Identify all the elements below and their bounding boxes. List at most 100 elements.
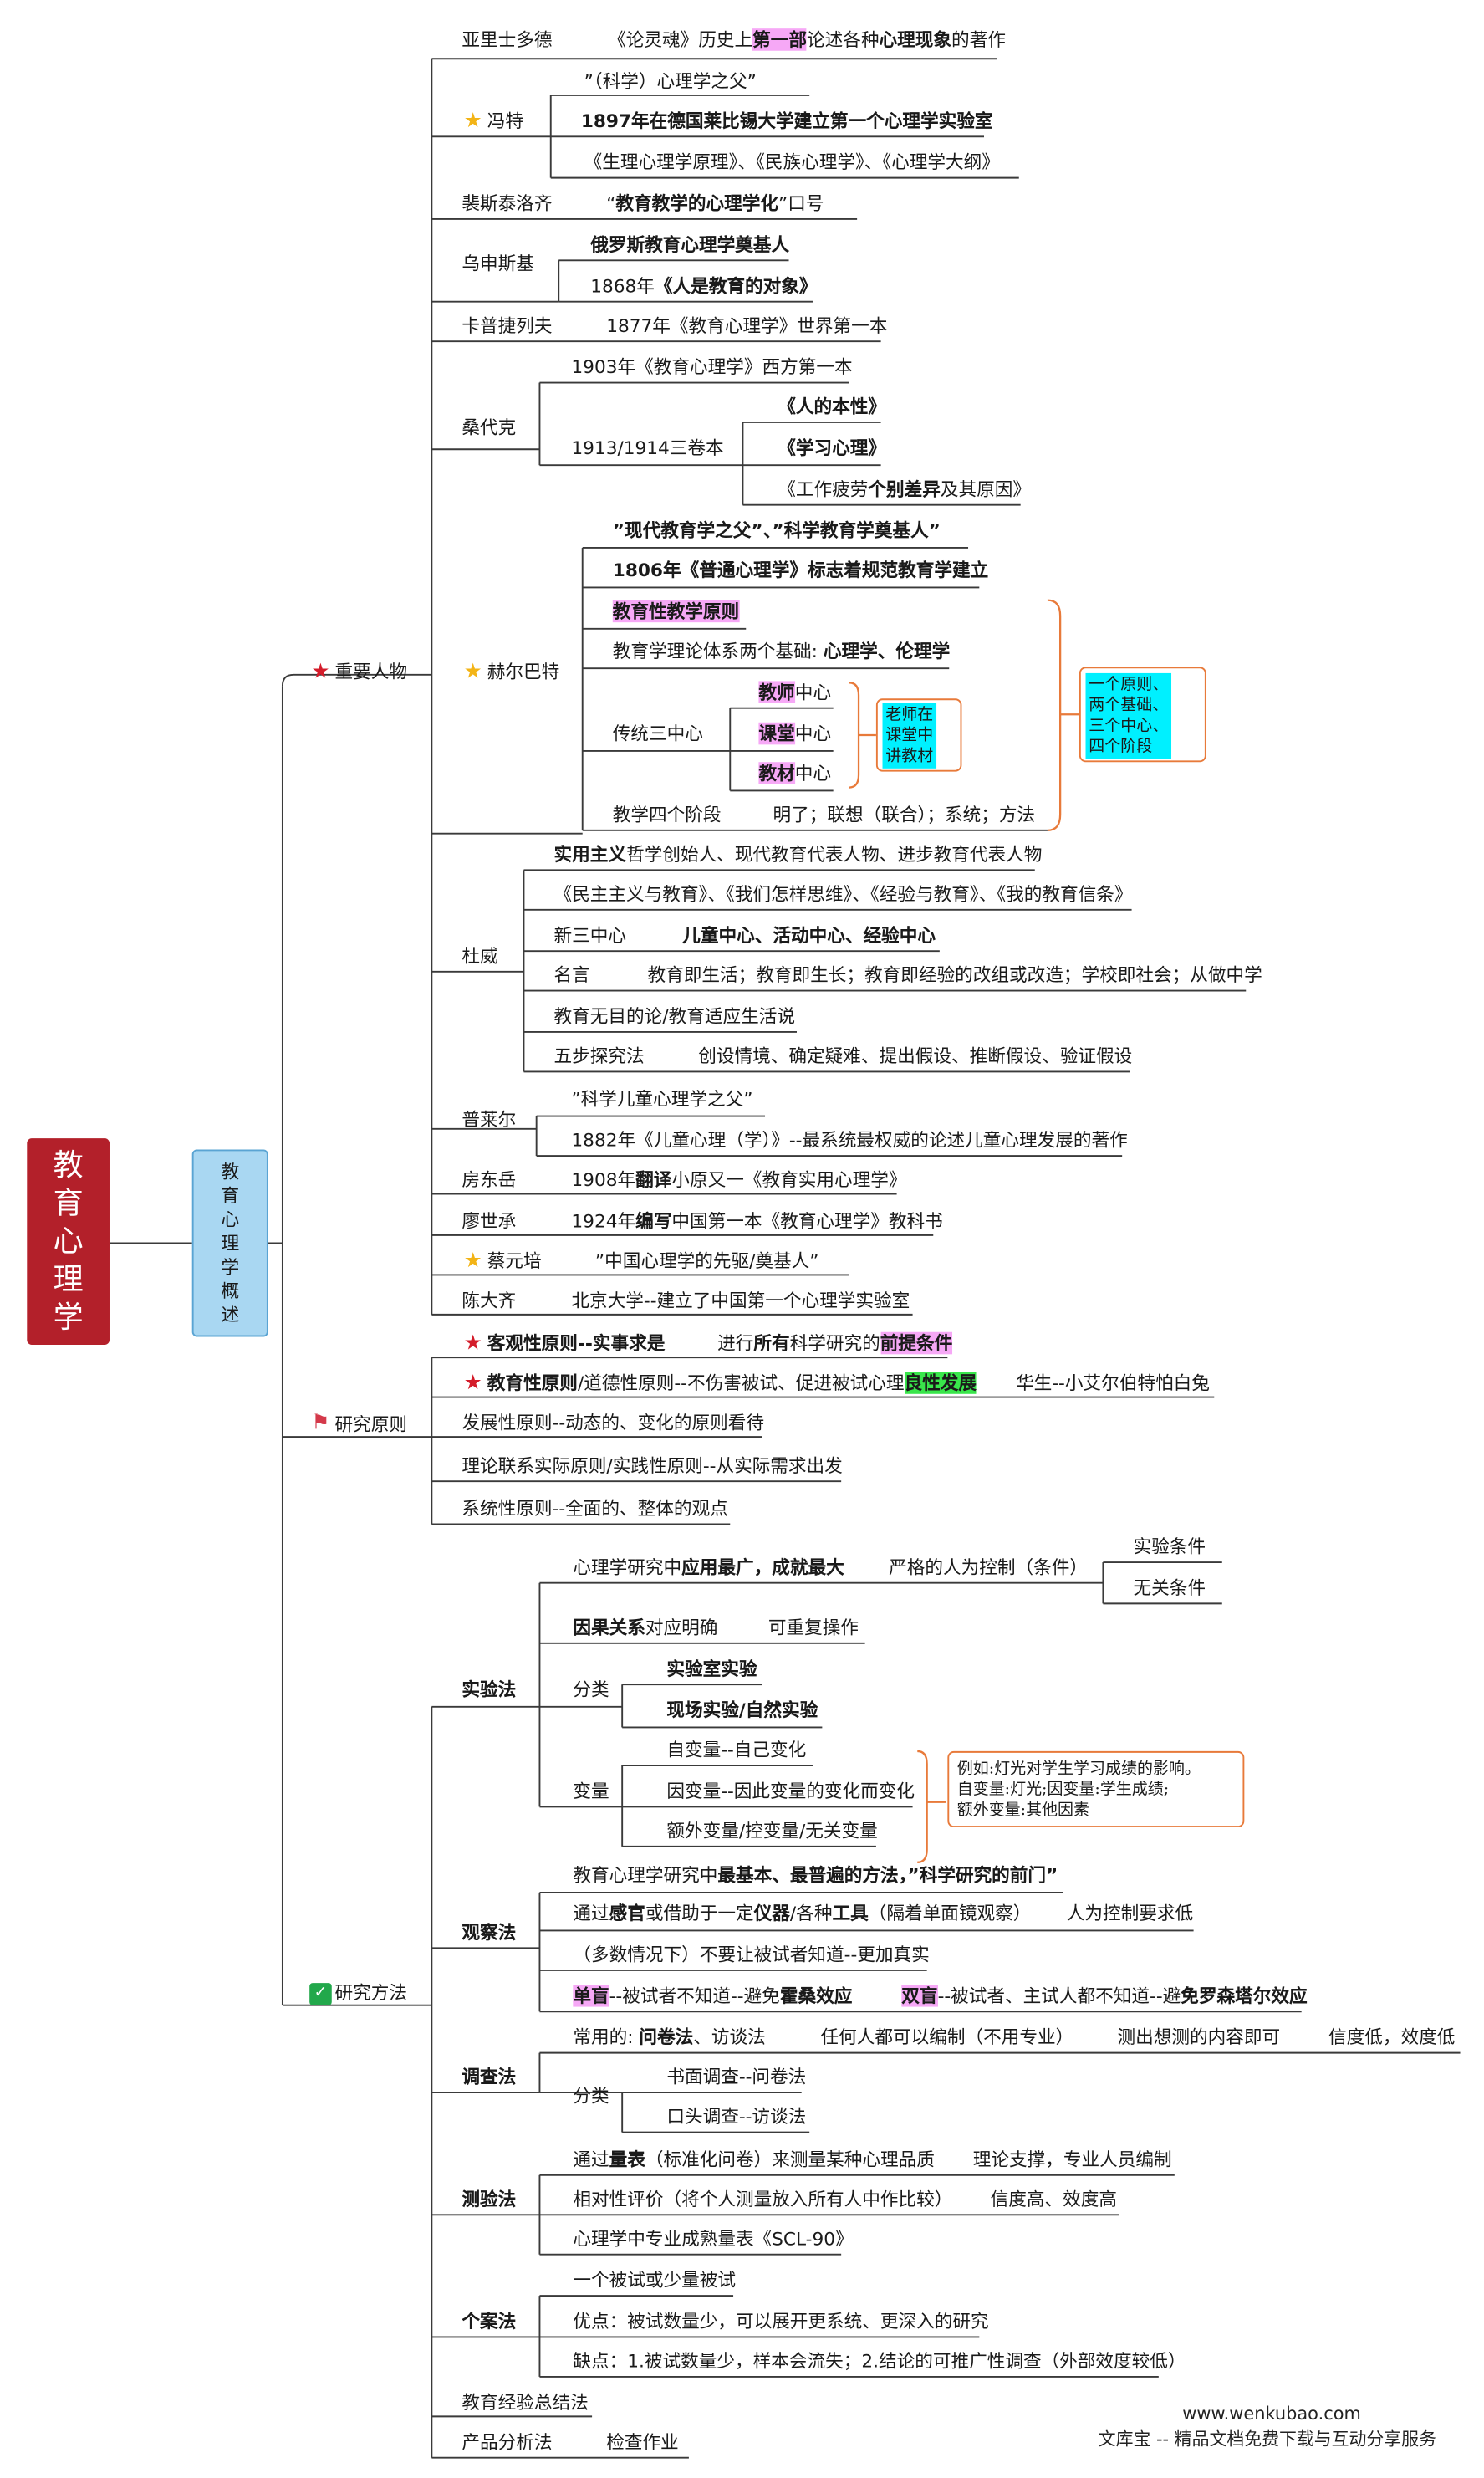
- experiment-classify: 分类: [573, 1678, 609, 1701]
- herbart-detail-5: 传统三中心: [612, 722, 703, 745]
- person-fang[interactable]: 房东岳: [462, 1168, 517, 1191]
- flag-icon: ⚑: [311, 1411, 330, 1436]
- chen-detail: 北京大学--建立了中国第一个心理学实验室: [571, 1289, 910, 1312]
- principle-objective-detail: 进行所有科学研究的前提条件: [717, 1331, 953, 1355]
- watermark-line: 文库宝 -- 精品文档免费下载与互动分享服务: [1098, 2429, 1436, 2450]
- herbart-note-1: 老师在 课堂中 讲教材: [882, 703, 937, 769]
- experiment-condition-1: 实验条件: [1133, 1535, 1206, 1558]
- experiment-note: 例如:灯光对学生学习成绩的影响。 自变量:灯光;因变量:学生成绩; 额外变量:其…: [956, 1760, 1201, 1820]
- section-methods[interactable]: 研究方法: [334, 1981, 408, 2004]
- test-detail-3: 心理学中专业成熟量表《SCL-90》: [573, 2227, 854, 2251]
- method-experiment[interactable]: 实验法: [462, 1678, 517, 1701]
- herbart-detail-4: 教育学理论体系两个基础: 心理学、伦理学: [612, 640, 951, 662]
- subtitle-text: 教育心理学概述: [221, 1159, 240, 1326]
- herbart-detail-6: 教学四个阶段: [612, 803, 722, 826]
- person-kapterev[interactable]: 卡普捷列夫: [462, 314, 553, 337]
- section-people[interactable]: 重要人物: [334, 660, 408, 683]
- person-wundt[interactable]: 冯特: [487, 109, 524, 132]
- survey-detail-1f: 信度低，效度低: [1328, 2026, 1456, 2048]
- root-title: 教育心理学: [53, 1147, 84, 1336]
- dewey-detail-2: 《民主主义与教育》、《我们怎样思维》、《经验与教育》、《我的教育信条》: [553, 882, 1133, 906]
- experiment-detail-1c: 严格的人为控制（条件）: [889, 1556, 1088, 1579]
- person-chen[interactable]: 陈大齐: [462, 1289, 517, 1312]
- dewey-detail-4b: 教育即生活；教育即生长；教育即经验的改组或改造；学校即社会；从做中学: [647, 963, 1262, 986]
- experiment-detail-2: 因果关系对应明确: [573, 1616, 718, 1639]
- thorndike-detail-2: 1913/1914三卷本: [571, 437, 724, 459]
- herbart-detail-3: 教育性教学原则: [612, 600, 740, 623]
- method-product-analysis[interactable]: 产品分析法: [462, 2430, 553, 2454]
- person-liao[interactable]: 廖世承: [462, 1209, 517, 1233]
- person-thorndike[interactable]: 桑代克: [462, 416, 517, 438]
- gold-star-icon: ★: [463, 109, 482, 134]
- aristotle-detail: 《论灵魂》历史上第一部论述各种心理现象的著作: [608, 28, 1006, 51]
- wundt-detail-2: 1897年在德国莱比锡大学建立第一个心理学实验室: [580, 109, 993, 132]
- liao-detail: 1924年编写中国第一本《教育心理学》教科书: [571, 1209, 943, 1233]
- person-aristotle[interactable]: 亚里士多德: [462, 28, 553, 51]
- survey-kind-1: 书面调查--问卷法: [666, 2065, 807, 2088]
- kapterev-detail: 1877年《教育心理学》世界第一本: [606, 314, 888, 337]
- root-node[interactable]: 教育心理学: [27, 1138, 110, 1345]
- case-detail-2: 优点：被试数量少，可以展开更系统、更深入的研究: [573, 2310, 989, 2332]
- case-detail-1: 一个被试或少量被试: [573, 2268, 736, 2292]
- herbart-detail-2: 1806年《普通心理学》标志着规范教育学建立: [612, 559, 989, 581]
- method-observation[interactable]: 观察法: [462, 1921, 517, 1944]
- survey-detail-1e: 测出想测的内容即可: [1117, 2026, 1281, 2048]
- case-detail-3: 缺点：1.被试数量少，样本会流失；2.结论的可推广性调查（外部效度较低）: [573, 2349, 1186, 2373]
- herbart-center-2: 课堂中心: [758, 722, 831, 745]
- dewey-detail-3: 新三中心: [553, 923, 627, 947]
- ushinsky-detail-1: 俄罗斯教育心理学奠基人: [590, 233, 790, 256]
- dewey-detail-3b: 儿童中心、活动中心、经验中心: [682, 923, 936, 947]
- person-herbart[interactable]: 赫尔巴特: [487, 660, 560, 683]
- observation-detail-3: （多数情况下）不要让被试者知道--更加真实: [573, 1943, 930, 1966]
- dewey-detail-4: 名言: [553, 963, 590, 986]
- principle-educational-example: 华生--小艾尔伯特怕白兔: [1015, 1372, 1210, 1394]
- test-detail-2: 相对性评价（将个人测量放入所有人中作比较）: [573, 2187, 953, 2210]
- cai-detail: ”中国心理学的先驱/奠基人”: [594, 1249, 819, 1272]
- person-preyer[interactable]: 普莱尔: [462, 1108, 517, 1131]
- survey-detail-1: 常用的: 问卷法、访谈法: [573, 2026, 766, 2048]
- herbart-center-1: 教师中心: [758, 681, 831, 703]
- experiment-var-1: 自变量--自己变化: [666, 1738, 807, 1761]
- dewey-detail-5: 教育无目的论/教育适应生活说: [553, 1004, 795, 1028]
- subtitle-node[interactable]: 教育心理学概述: [191, 1149, 268, 1337]
- principle-developmental[interactable]: 发展性原则--动态的、变化的原则看待: [462, 1411, 765, 1434]
- experiment-condition-2: 无关条件: [1133, 1576, 1206, 1599]
- preyer-detail-1: ”科学儿童心理学之父”: [571, 1087, 753, 1110]
- thorndike-detail-1: 1903年《教育心理学》西方第一本: [571, 355, 853, 378]
- experiment-kind-1: 实验室实验: [666, 1657, 757, 1680]
- experiment-var-2: 因变量--因此变量的变化而变化: [666, 1780, 915, 1802]
- section-principles[interactable]: 研究原则: [334, 1413, 408, 1436]
- ushinsky-detail-2: 1868年《人是教育的对象》: [590, 274, 818, 298]
- method-case[interactable]: 个案法: [462, 2310, 517, 2332]
- thorndike-book-1: 《人的本性》: [778, 395, 886, 418]
- survey-detail-1d: 任何人都可以编制（不用专业）: [820, 2026, 1074, 2048]
- person-dewey[interactable]: 杜威: [462, 944, 498, 968]
- person-ushinsky[interactable]: 乌申斯基: [462, 252, 534, 275]
- observation-detail-2h: 人为控制要求低: [1066, 1902, 1194, 1924]
- principle-educational[interactable]: 教育性原则/道德性原则--不伤害被试、促进被试心理良性发展: [487, 1372, 977, 1394]
- method-survey[interactable]: 调查法: [462, 2065, 517, 2088]
- principle-objective[interactable]: 客观性原则--实事求是: [487, 1331, 666, 1355]
- principle-practical[interactable]: 理论联系实际原则/实践性原则--从实际需求出发: [462, 1454, 843, 1477]
- thorndike-book-3: 《工作疲劳个别差异及其原因》: [778, 478, 1032, 500]
- gold-star-icon: ★: [463, 1249, 482, 1274]
- experiment-detail-2c: 可重复操作: [767, 1616, 859, 1639]
- observation-detail-2: 通过感官或借助于一定仪器/各种工具（隔着单面镜观察）: [573, 1902, 1032, 1924]
- herbart-detail-1: ”现代教育学之父”、”科学教育学奠基人”: [612, 519, 941, 542]
- method-test[interactable]: 测验法: [462, 2187, 517, 2210]
- observation-detail-4d: 双盲--被试者、主试人都不知道--避免罗森塔尔效应: [901, 1985, 1308, 2007]
- watermark-url: www.wenkubao.com: [1182, 2404, 1361, 2424]
- person-pestalozzi[interactable]: 裴斯泰洛齐: [462, 192, 553, 215]
- experiment-variable: 变量: [573, 1780, 609, 1802]
- experiment-var-3: 额外变量/控变量/无关变量: [666, 1819, 878, 1842]
- test-detail-1: 通过量表（标准化问卷）来测量某种心理品质: [573, 2148, 935, 2171]
- person-cai[interactable]: 蔡元培: [487, 1249, 542, 1272]
- test-detail-2b: 信度高、效度高: [990, 2187, 1117, 2210]
- wundt-detail-3: 《生理心理学原理》、《民族心理学》、《心理学大纲》: [584, 151, 1000, 173]
- checkmark-icon: ✓: [309, 1983, 332, 2005]
- principle-systematic[interactable]: 系统性原则--全面的、整体的观点: [462, 1497, 728, 1520]
- method-experience-summary[interactable]: 教育经验总结法: [462, 2390, 589, 2414]
- product-analysis-detail: 检查作业: [606, 2430, 679, 2454]
- red-star-icon: ★: [463, 1331, 482, 1357]
